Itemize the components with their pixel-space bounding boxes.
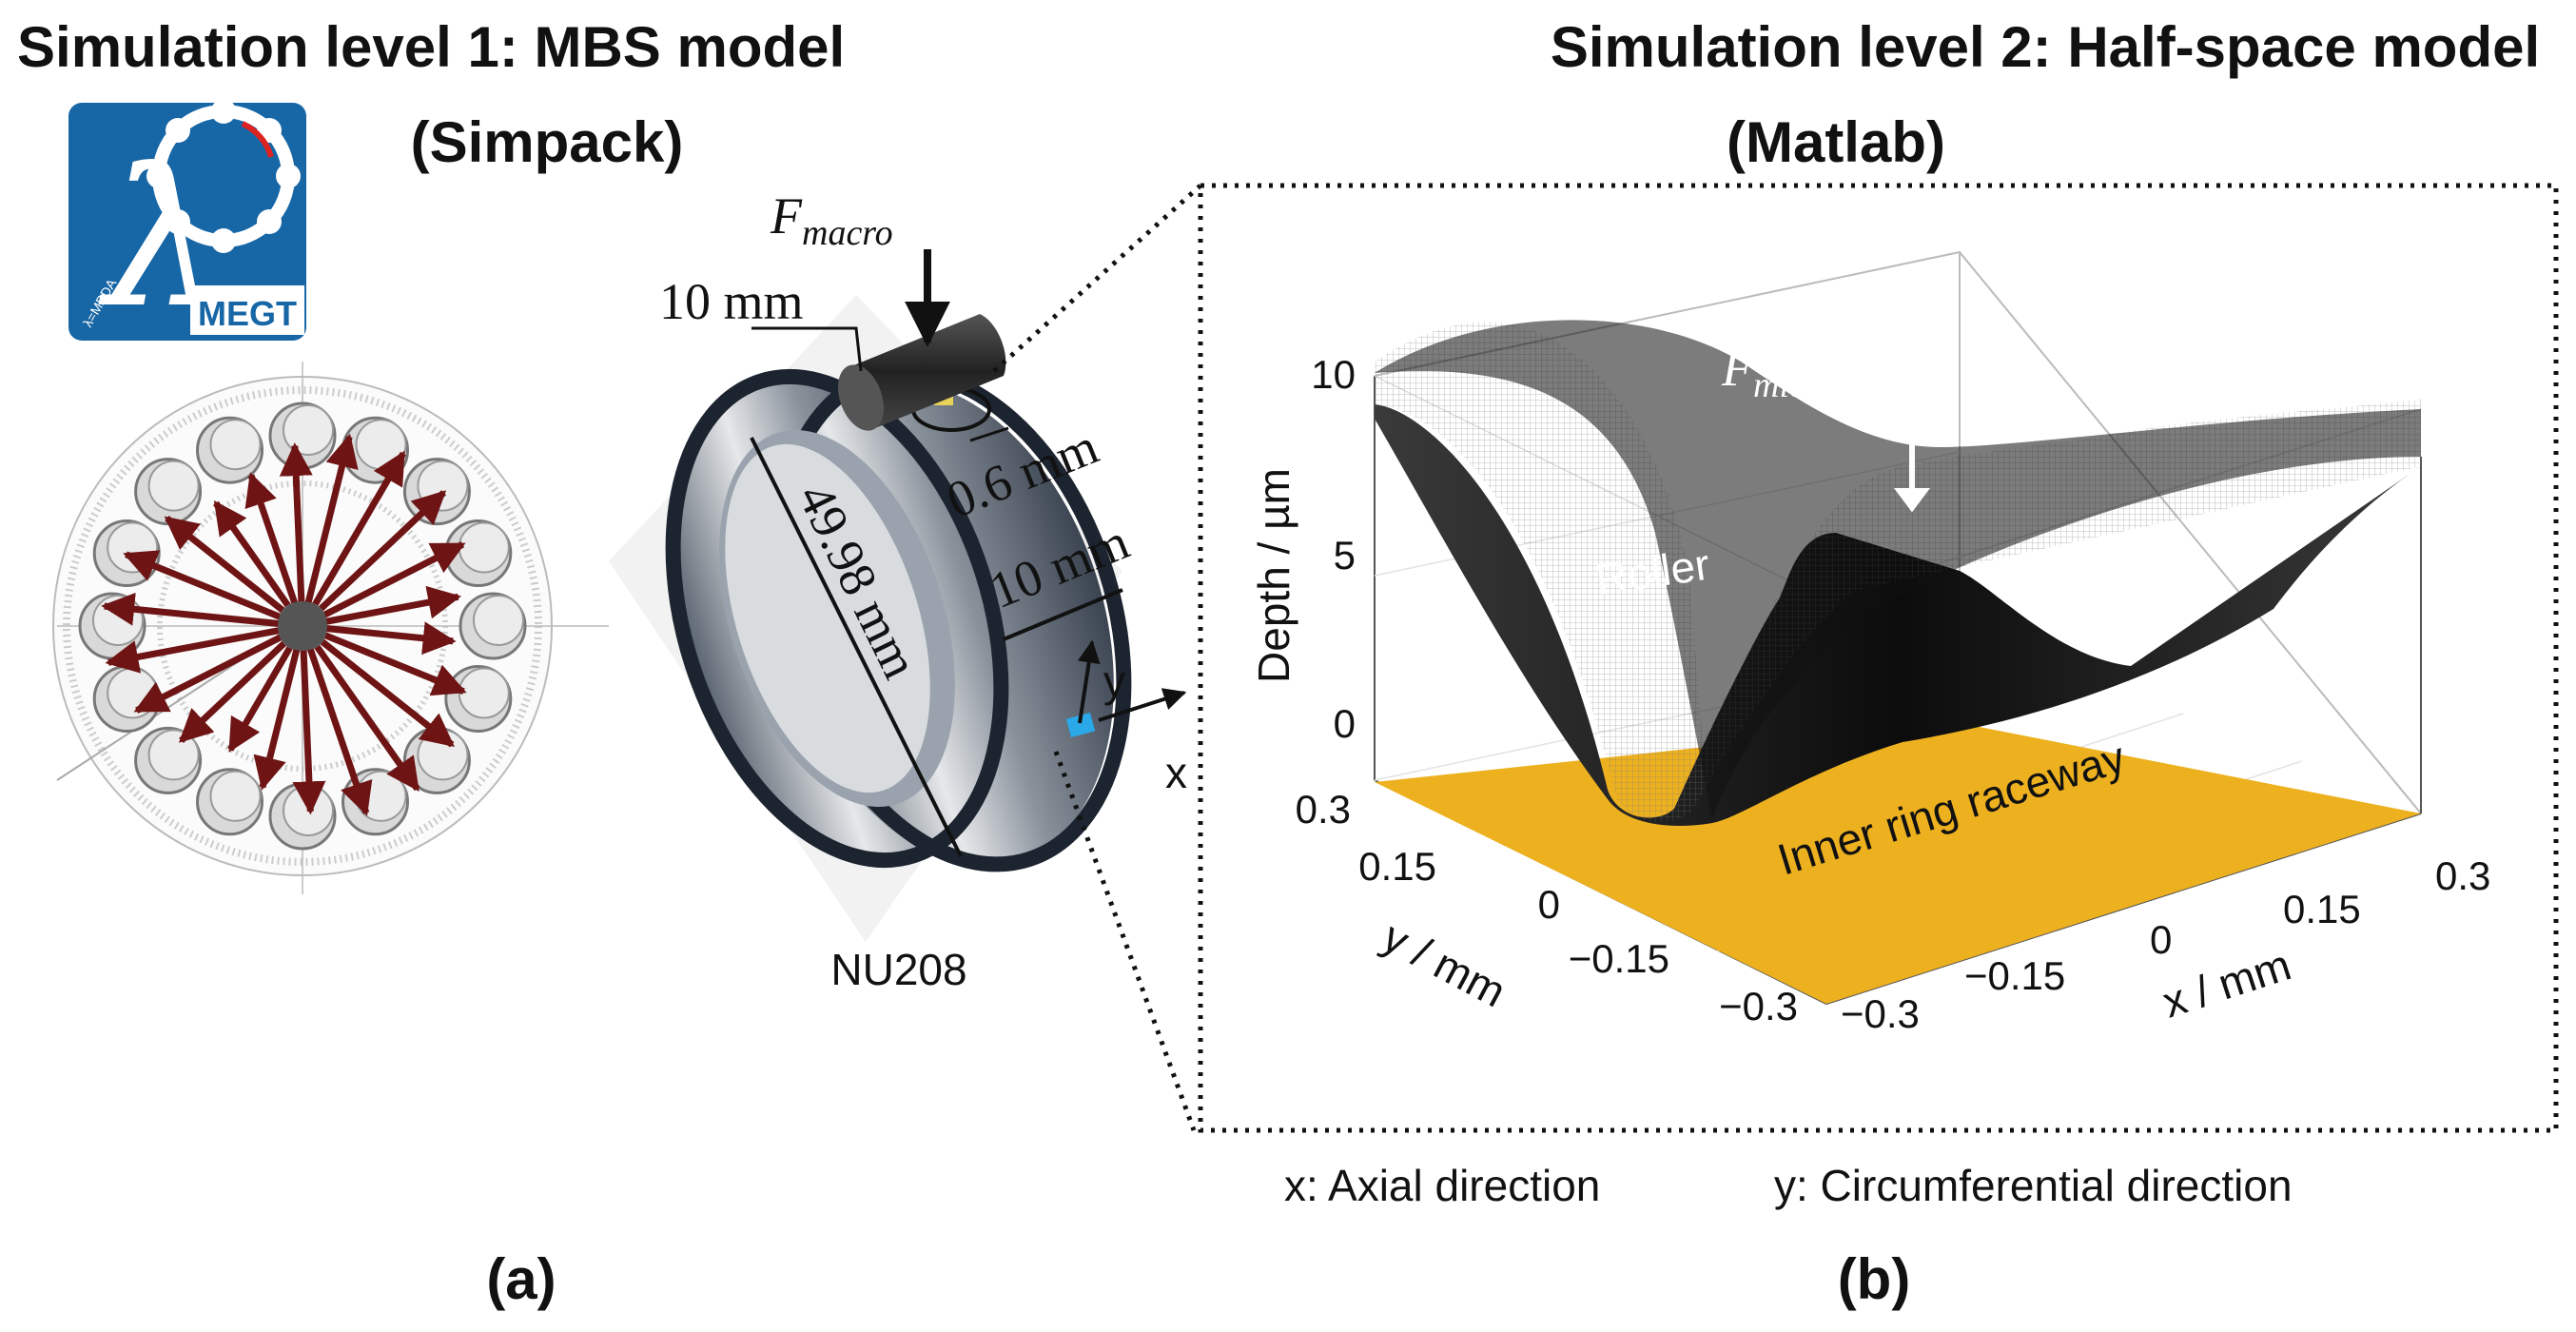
y-axis-label: y / mm	[1375, 911, 1513, 1017]
level2-title: Simulation level 2: Half-space model	[1551, 15, 2540, 79]
f-micro-label: Fmicro	[1721, 340, 1836, 405]
roller-element-face	[417, 460, 469, 512]
load-arrow	[302, 621, 457, 656]
zoom-box	[1198, 183, 2559, 1133]
x-axis-label: x / mm	[2156, 939, 2296, 1027]
force-macro-annotation: Fmacro	[770, 187, 950, 347]
zoom-line-bottom	[1053, 751, 1197, 1131]
z-axis-label: Depth / µm	[1249, 468, 1298, 683]
panel-label-b: (b)	[1838, 1247, 1911, 1311]
panel-label-a: (a)	[486, 1247, 556, 1311]
z-tick: 5	[1334, 533, 1356, 578]
y-tick: −0.3	[1719, 984, 1798, 1028]
y-tick: 0.15	[1358, 844, 1436, 889]
megt-logo: λ MEGT λ=MBDA	[68, 99, 306, 350]
y-tick: 0.3	[1296, 787, 1351, 832]
load-arrow	[299, 450, 406, 628]
roller-element-face	[107, 667, 159, 719]
axis-y-label: y	[1103, 656, 1125, 706]
x-tick: −0.15	[1964, 953, 2065, 998]
half-space-plot: Roller Inner ring raceway Fmicro 10 5 0 …	[1249, 250, 2490, 1036]
load-arrow	[301, 541, 466, 630]
load-arrow	[300, 623, 420, 793]
x-tick: 0	[2150, 917, 2172, 962]
roller-element-face	[147, 729, 200, 781]
logo-text: MEGT	[198, 294, 297, 333]
load-arrow	[178, 623, 305, 743]
level2-software: (Matlab)	[1727, 110, 1945, 174]
zoom-line-top	[992, 184, 1202, 373]
load-arrow	[133, 622, 304, 714]
roller-element-face	[458, 521, 510, 574]
roller-width-label: 10 mm	[659, 273, 804, 330]
f-macro-label: Fmacro	[770, 187, 893, 253]
roller-element-face	[209, 770, 262, 822]
load-arrow	[279, 442, 313, 627]
z-tick: 10	[1311, 352, 1356, 397]
x-tick: 0.3	[2435, 853, 2490, 898]
level1-software: (Simpack)	[411, 110, 684, 174]
bearing-name: NU208	[830, 945, 966, 994]
load-arrow	[300, 623, 455, 748]
load-arrow	[300, 490, 447, 629]
roller-element-face	[473, 595, 524, 646]
load-arrow	[302, 585, 462, 630]
roller-element-face	[458, 667, 510, 719]
load-arrow	[299, 624, 373, 816]
x-tick: −0.3	[1841, 991, 1920, 1036]
load-arrow	[253, 625, 306, 791]
local-axes: y x	[1077, 639, 1187, 797]
y-tick: −0.15	[1569, 936, 1669, 981]
y-tick: 0	[1538, 882, 1560, 927]
load-arrow	[292, 625, 326, 815]
roller-element-face	[147, 460, 200, 512]
legend-x-direction: x: Axial direction	[1284, 1161, 1600, 1210]
load-vectors	[101, 433, 467, 816]
load-arrow	[101, 592, 303, 630]
z-tick: 0	[1334, 701, 1356, 746]
load-arrow	[301, 622, 467, 696]
mbs-bearing-model	[52, 362, 609, 894]
inner-ring-nu208	[609, 295, 1132, 942]
load-arrow	[299, 433, 359, 627]
roller-element-face	[209, 419, 262, 471]
load-arrow	[105, 622, 303, 674]
load-arrow	[164, 516, 305, 629]
contact-marker	[1065, 712, 1096, 738]
legend-y-direction: y: Circumferential direction	[1774, 1161, 2293, 1210]
roller-body	[837, 314, 1006, 431]
level1-title: Simulation level 1: MBS model	[17, 15, 845, 79]
axis-x-label: x	[1165, 748, 1187, 797]
x-tick: 0.15	[2283, 887, 2361, 931]
roller-element-face	[92, 595, 144, 646]
load-arrow	[123, 550, 304, 630]
load-arrow	[244, 472, 306, 628]
roller-element-face	[283, 404, 334, 456]
